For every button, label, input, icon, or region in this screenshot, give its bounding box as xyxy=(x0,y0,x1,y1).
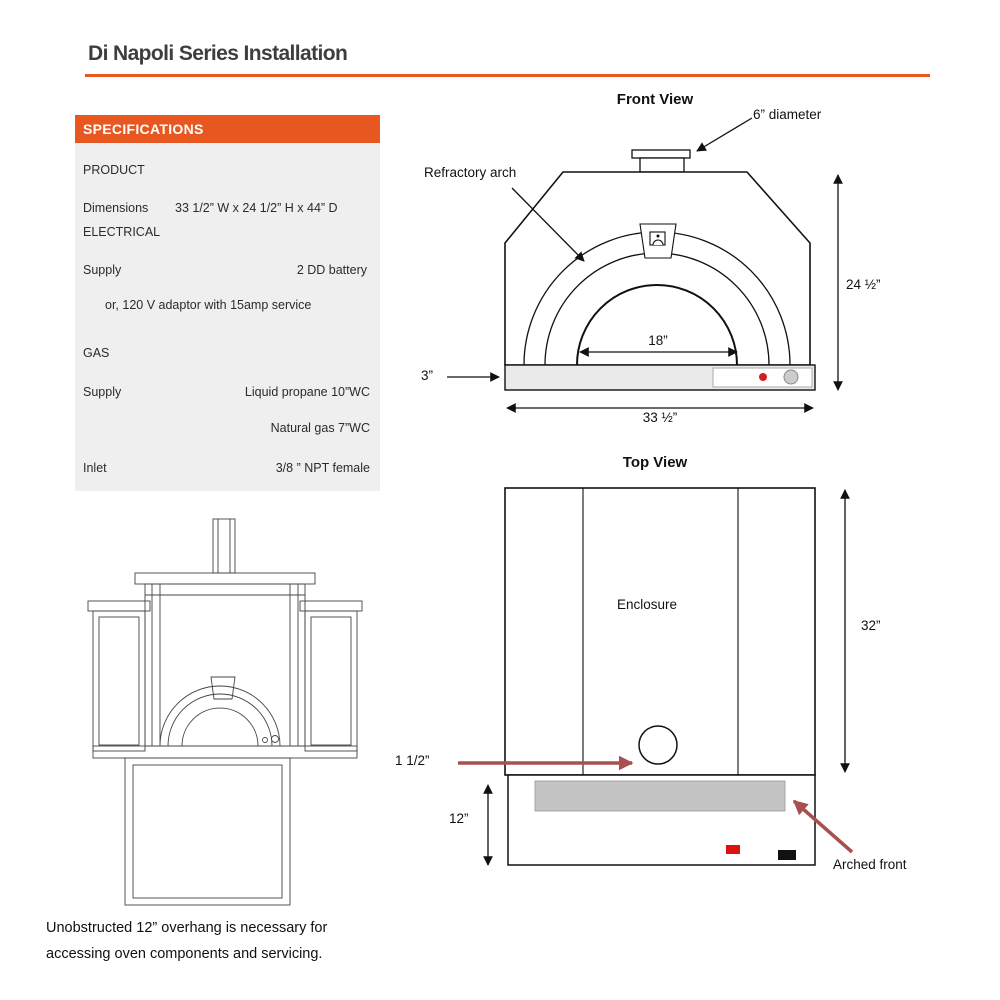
chimney xyxy=(134,518,316,585)
depth-dimension-label: 32” xyxy=(861,618,881,633)
spec-electrical-label: ELECTRICAL xyxy=(83,225,161,239)
overhang-dimension-label: 12” xyxy=(449,811,469,826)
title-divider xyxy=(85,74,930,77)
red-indicator-square xyxy=(726,845,740,854)
control-panel xyxy=(712,367,813,388)
arched-front-bar xyxy=(534,780,786,812)
control-knob xyxy=(783,369,799,385)
base-platform xyxy=(504,364,816,391)
top-view-diagram xyxy=(458,487,854,866)
arch-opening xyxy=(159,676,281,747)
enclosure-outline xyxy=(504,487,816,776)
spec-dimensions-value: 33 1/2” W x 24 1/2” H x 44” D xyxy=(175,201,338,215)
stand-pedestal xyxy=(92,745,358,906)
spec-supply-label: Supply xyxy=(83,263,122,277)
spec-gas-label: GAS xyxy=(83,346,110,360)
spec-dimensions-label: Dimensions xyxy=(83,201,149,215)
top-view-heading: Top View xyxy=(622,454,688,471)
arched-front-pointer-arrow xyxy=(792,799,854,854)
red-pointer-arrows xyxy=(458,755,854,854)
width-dimension-label: 33 ½” xyxy=(642,410,678,425)
spec-supply-value: 2 DD battery xyxy=(296,263,367,277)
specifications-body: PRODUCT Dimensions 33 1/2” W x 24 1/2” H… xyxy=(75,143,380,491)
dimension-arrows xyxy=(506,174,843,413)
spec-supply-alt: or, 120 V adaptor with 15amp service xyxy=(105,298,312,312)
oven-body xyxy=(87,583,363,752)
spec-gas-supply-value: Liquid propane 10”WC xyxy=(244,385,370,399)
arched-front-label: Arched front xyxy=(833,857,907,872)
front-view-heading: Front View xyxy=(616,91,694,108)
base-height-dimension-label: 3” xyxy=(421,368,434,383)
lower-front-assembly xyxy=(507,774,816,866)
overhang-note-line1: Unobstructed 12” overhang is necessary f… xyxy=(46,920,328,936)
diameter-pointer-arrow xyxy=(696,117,753,152)
vent-circle xyxy=(638,725,678,765)
specifications-header: SPECIFICATIONS xyxy=(75,115,380,143)
vent-dimension-label: 1 1/2” xyxy=(395,753,430,768)
page-title: Di Napoli Series Installation xyxy=(88,42,348,65)
refractory-arch-label: Refractory arch xyxy=(424,165,517,180)
spec-inlet-value: 3/8 ” NPT female xyxy=(275,461,370,475)
spec-product-label: PRODUCT xyxy=(83,163,145,177)
refractory-pointer-arrow xyxy=(511,187,585,262)
black-indicator-square xyxy=(778,850,796,860)
diameter-label: 6” diameter xyxy=(753,107,822,122)
specifications-panel: SPECIFICATIONS PRODUCT Dimensions 33 1/2… xyxy=(75,115,380,491)
spec-inlet-label: Inlet xyxy=(83,461,107,475)
spec-gas-supply-value2: Natural gas 7”WC xyxy=(270,421,370,435)
height-dimension-label: 24 ½” xyxy=(846,277,881,292)
pointer-arrows xyxy=(447,117,753,382)
power-indicator-light xyxy=(759,373,767,381)
front-view-diagram xyxy=(447,117,843,413)
oven-front-line-drawing xyxy=(87,518,363,906)
opening-width-dimension-label: 18” xyxy=(648,333,668,348)
enclosure-label: Enclosure xyxy=(617,597,678,612)
spec-gas-supply-label: Supply xyxy=(83,385,122,399)
chimney-stack xyxy=(631,149,691,173)
brand-emblem xyxy=(639,223,677,259)
dimension-arrows-top xyxy=(483,489,850,866)
overhang-note-line2: accessing oven components and servicing. xyxy=(46,946,323,962)
